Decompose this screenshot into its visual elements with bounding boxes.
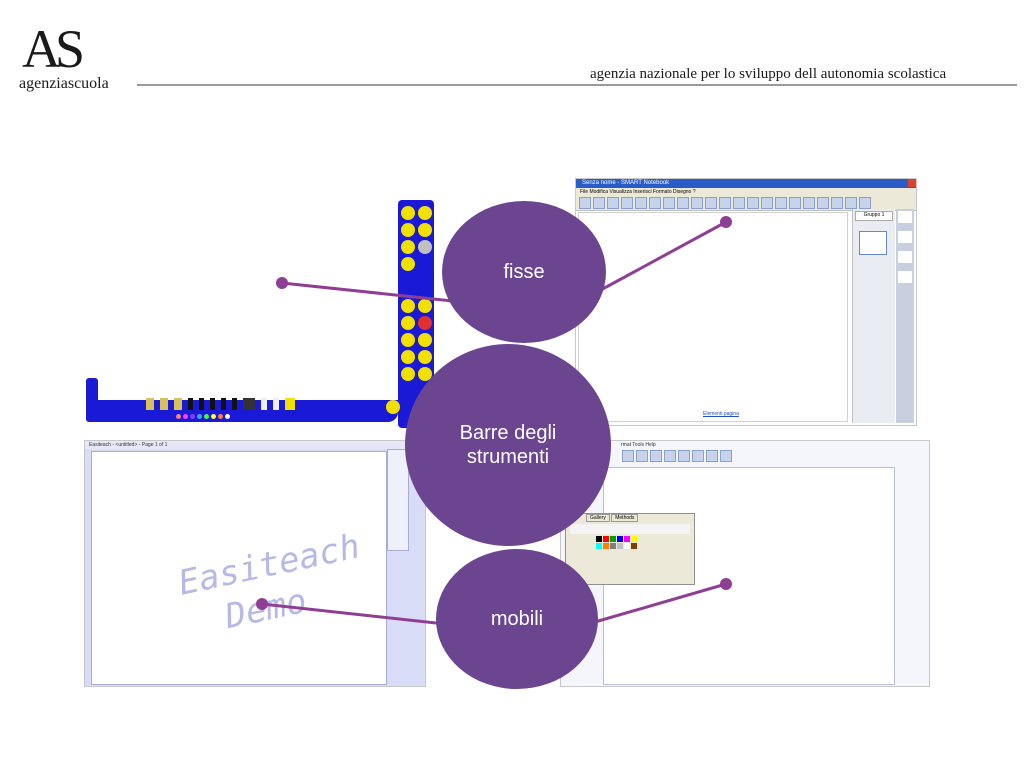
undo-icon[interactable] bbox=[663, 197, 675, 209]
toolbar-icon[interactable] bbox=[401, 299, 415, 313]
vertical-toolbar bbox=[398, 200, 434, 428]
agency-tagline: agenzia nazionale per lo sviluppo dell a… bbox=[590, 66, 947, 82]
page-thumbnail[interactable] bbox=[859, 231, 887, 255]
notebook-canvas[interactable]: Elementi pagina bbox=[578, 212, 848, 422]
toolbar-icon[interactable] bbox=[401, 367, 415, 381]
color-palette[interactable] bbox=[176, 414, 230, 419]
toolbar-icon[interactable] bbox=[418, 367, 432, 381]
page-sorter-header: Gruppo 1 bbox=[855, 211, 893, 221]
display-icon[interactable] bbox=[719, 197, 731, 209]
menu-bar[interactable]: rmat Tools Help bbox=[621, 442, 656, 448]
dot-fisse-left bbox=[276, 277, 288, 289]
side-panel: Gruppo 1 bbox=[852, 209, 895, 423]
delete-icon[interactable] bbox=[691, 197, 703, 209]
toolbar-icon[interactable] bbox=[401, 206, 415, 220]
line-icon[interactable] bbox=[817, 197, 829, 209]
toolbar-icon[interactable] bbox=[720, 450, 732, 462]
connector-mobili-right bbox=[587, 582, 727, 626]
close-icon[interactable] bbox=[908, 179, 916, 187]
dot-mobili-right bbox=[720, 578, 732, 590]
toolbar-icon[interactable] bbox=[664, 450, 676, 462]
properties-icon[interactable] bbox=[898, 271, 912, 283]
dot-mobili-left bbox=[256, 598, 268, 610]
toolbar-icon[interactable] bbox=[401, 240, 415, 254]
bubble-fisse-label: fisse bbox=[503, 261, 545, 283]
paste-icon[interactable] bbox=[649, 197, 661, 209]
zoom-icon[interactable] bbox=[692, 450, 704, 462]
pen-icons[interactable] bbox=[146, 398, 346, 410]
toolbar-icon[interactable] bbox=[418, 223, 432, 237]
select-icon[interactable] bbox=[761, 197, 773, 209]
screenshot-floating-tools: rmat Tools Help Gallery Methods bbox=[560, 440, 930, 687]
toolbar-icon[interactable] bbox=[401, 223, 415, 237]
eraser-icon[interactable] bbox=[803, 197, 815, 209]
toolbar-icon[interactable] bbox=[418, 240, 432, 254]
screenshot-smart-notebook: Senza nome - SMART Notebook File Modific… bbox=[575, 178, 917, 426]
tab-gallery[interactable]: Gallery bbox=[586, 514, 610, 522]
easiteach-canvas[interactable] bbox=[91, 451, 387, 685]
bubble-barre-label: Barre degli strumenti bbox=[459, 422, 557, 468]
zoom-icon[interactable] bbox=[706, 450, 718, 462]
header-divider bbox=[137, 84, 1017, 86]
agency-logo: AS bbox=[22, 19, 85, 79]
redo-icon[interactable] bbox=[677, 197, 689, 209]
back-icon[interactable] bbox=[579, 197, 591, 209]
save-icon[interactable] bbox=[635, 197, 647, 209]
dot-fisse-right bbox=[720, 216, 732, 228]
screen-icon[interactable] bbox=[705, 197, 717, 209]
add-page-icon[interactable] bbox=[607, 197, 619, 209]
close-icon[interactable] bbox=[418, 206, 432, 220]
floating-tool-palette[interactable]: Gallery Methods bbox=[565, 513, 695, 585]
window-titlebar: Easiteach - <untitled> - Page 1 of 1 bbox=[85, 441, 425, 449]
toolbar bbox=[576, 196, 916, 211]
bubble-barre-strumenti: Barre degli strumenti bbox=[405, 344, 611, 546]
connector-fisse-right bbox=[585, 220, 727, 300]
window-title: Senza nome - SMART Notebook bbox=[582, 180, 670, 186]
toolbar-icon[interactable] bbox=[636, 450, 648, 462]
elementi-pagina-link[interactable]: Elementi pagina bbox=[703, 411, 739, 417]
toolbar-icon[interactable] bbox=[418, 299, 432, 313]
bubble-mobili-label: mobili bbox=[490, 608, 544, 630]
shape-icon[interactable] bbox=[831, 197, 843, 209]
toolbar-icon[interactable] bbox=[418, 316, 432, 330]
open-icon[interactable] bbox=[621, 197, 633, 209]
floating-toolbar[interactable] bbox=[387, 449, 409, 551]
toolbar-icon[interactable] bbox=[418, 350, 432, 364]
toolbar-icon[interactable] bbox=[650, 450, 662, 462]
palette-tools[interactable] bbox=[570, 524, 690, 534]
table-icon[interactable] bbox=[747, 197, 759, 209]
agency-logo-name: agenziascuola bbox=[19, 75, 109, 92]
screenshot-fixed-toolbar-left bbox=[86, 200, 436, 430]
toolbar bbox=[561, 449, 929, 463]
toolbar-icon[interactable] bbox=[622, 450, 634, 462]
connector-fisse-left bbox=[281, 281, 463, 304]
pen-icon[interactable] bbox=[789, 197, 801, 209]
text-tool-icon[interactable] bbox=[401, 350, 415, 364]
screenshot-easiteach: Easiteach - <untitled> - Page 1 of 1 Eas… bbox=[84, 440, 426, 687]
forward-icon[interactable] bbox=[593, 197, 605, 209]
text-icon[interactable] bbox=[859, 197, 871, 209]
tray-button[interactable] bbox=[386, 400, 400, 414]
pen-icon[interactable] bbox=[775, 197, 787, 209]
page-sorter-icon[interactable] bbox=[898, 211, 912, 223]
capture-icon[interactable] bbox=[733, 197, 745, 209]
pointer-icon[interactable] bbox=[401, 316, 415, 330]
connector-mobili-left bbox=[261, 602, 446, 626]
gallery-icon[interactable] bbox=[898, 231, 912, 243]
toolbar-icon[interactable] bbox=[401, 257, 415, 271]
zoom-icon[interactable] bbox=[678, 450, 690, 462]
palette-colors[interactable] bbox=[596, 536, 664, 549]
tab-methods[interactable]: Methods bbox=[611, 514, 639, 522]
fill-icon[interactable] bbox=[845, 197, 857, 209]
side-tabs bbox=[896, 209, 914, 423]
bubble-fisse: fisse bbox=[442, 201, 606, 343]
toolbar-icon[interactable] bbox=[418, 333, 432, 347]
attachments-icon[interactable] bbox=[898, 251, 912, 263]
window-titlebar: Senza nome - SMART Notebook bbox=[576, 179, 916, 188]
toolbar-icon[interactable] bbox=[401, 333, 415, 347]
bubble-mobili: mobili bbox=[436, 549, 598, 689]
menu-bar[interactable]: File Modifica Visualizza Inserisci Forma… bbox=[576, 188, 916, 196]
